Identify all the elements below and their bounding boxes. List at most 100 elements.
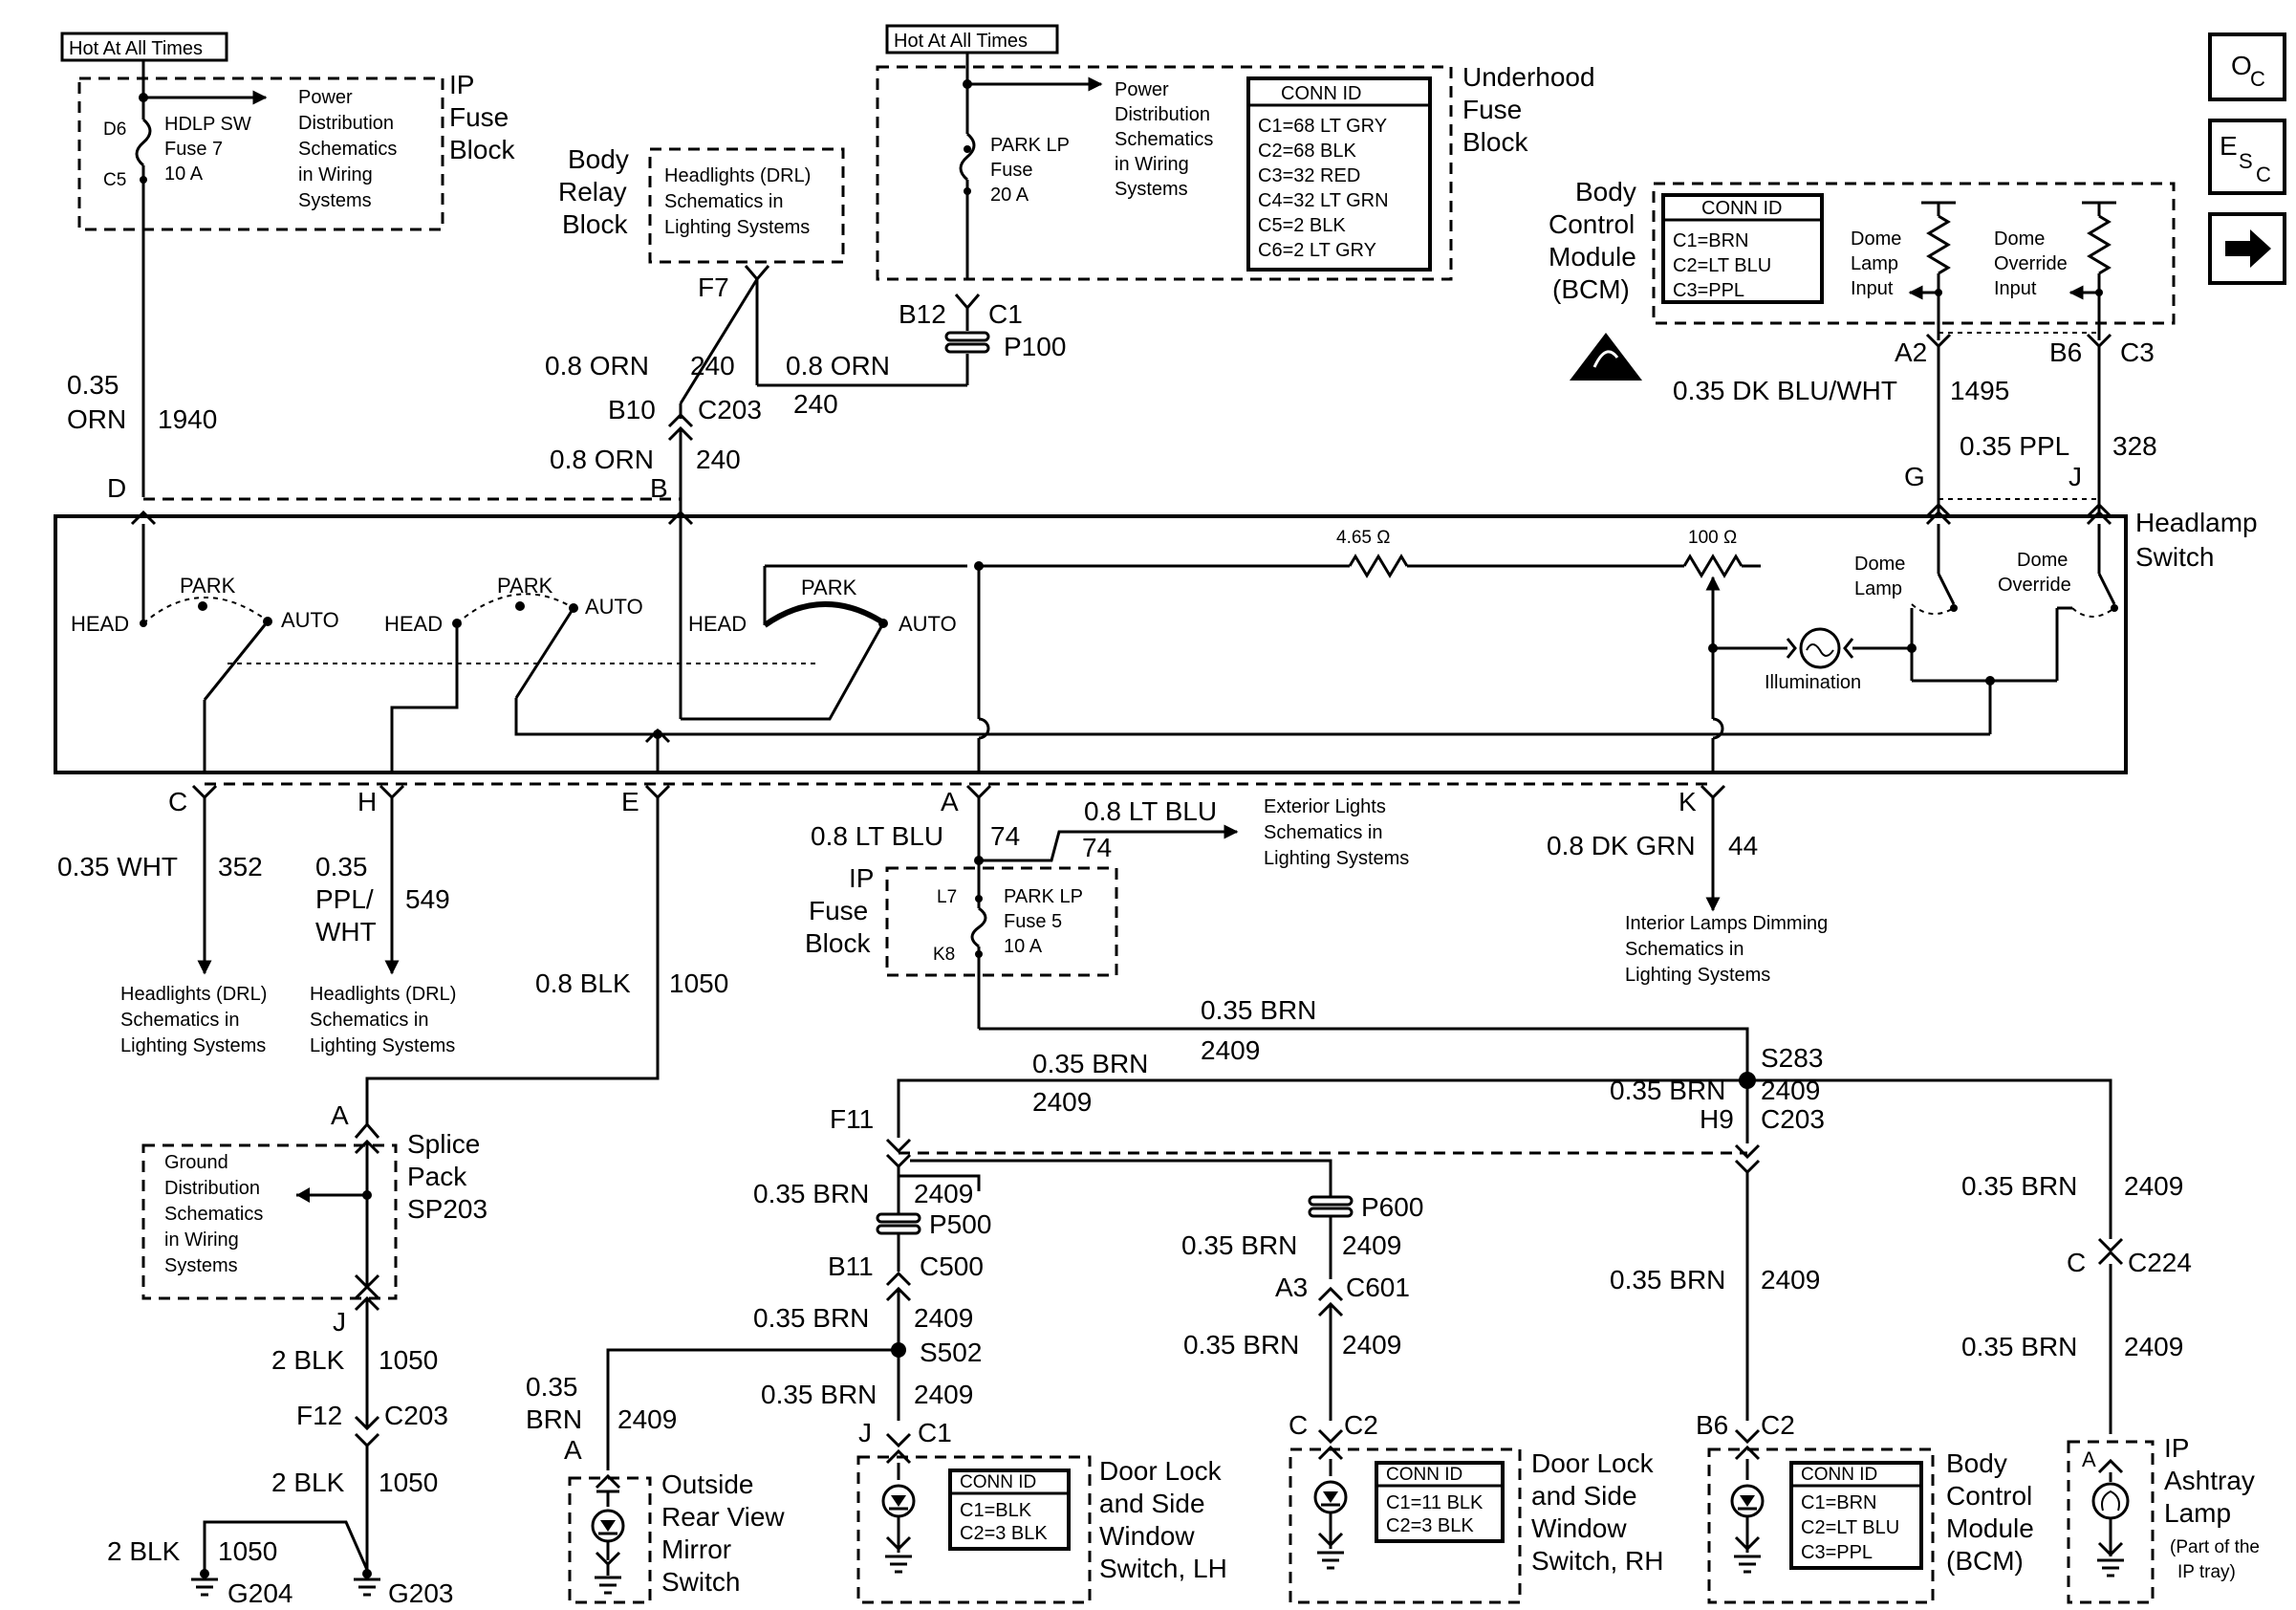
park-fuse5-symbol xyxy=(970,906,987,948)
bcm-label-1: Body xyxy=(1575,177,1636,207)
wire-brn-s502: 0.35 BRN xyxy=(753,1303,869,1333)
mid-section: C H E A K 0.35 WHT 352 0.35 PPL/ WHT 549… xyxy=(57,787,2112,1239)
headlamp-switch-label-2: Switch xyxy=(2135,542,2214,572)
right-arrow-icon xyxy=(2225,229,2271,268)
rh-3: Window xyxy=(1531,1513,1627,1543)
bcm-c3: C3=PPL xyxy=(1801,1542,1873,1563)
drl1-2: Schematics in xyxy=(120,1010,240,1031)
wire-352-color: 0.35 WHT xyxy=(57,852,178,881)
int-3: Lighting Systems xyxy=(1625,965,1770,986)
pin-b12: B12 xyxy=(899,299,946,329)
sw-park2: PARK xyxy=(497,574,553,598)
conn-bcm-top-0: C1=BRN xyxy=(1673,230,1748,251)
lh-c1: C1=BLK xyxy=(960,1500,1032,1521)
conn-p100: P100 xyxy=(1004,332,1066,361)
wire-1050: 1050 xyxy=(669,968,728,998)
wire-brn-a: 0.35 BRN xyxy=(1201,995,1316,1025)
wire-brn-j: 0.35 BRN xyxy=(761,1380,877,1409)
wire-74-color-b: 0.8 LT BLU xyxy=(1084,796,1217,826)
underhood-outline xyxy=(876,65,1453,281)
key-oc xyxy=(2208,33,2286,101)
gnd-w1n: 1050 xyxy=(379,1345,438,1375)
wire-mir-n: 2409 xyxy=(617,1404,677,1434)
bcm-top: Body Control Module (BCM) CONN ID C1=BRN… xyxy=(1549,177,2176,518)
sw-auto3: AUTO xyxy=(899,612,957,636)
drl2-1: Headlights (DRL) xyxy=(310,984,456,1005)
gnd-w1: 2 BLK xyxy=(271,1345,345,1375)
sw-dome-ovr-2: Override xyxy=(1998,575,2071,596)
wire-1050-color: 0.8 BLK xyxy=(535,968,631,998)
wire-74-b: 74 xyxy=(1082,833,1112,862)
rheostat-100 xyxy=(1682,554,1744,578)
pds-left-2: Distribution xyxy=(298,113,394,134)
conn-uh-2: C3=32 RED xyxy=(1258,165,1360,186)
bcm-dome-lamp-1: Dome xyxy=(1851,228,1901,250)
conn-c203-a: C203 xyxy=(698,395,762,424)
wire-brn-p600: 0.35 BRN xyxy=(1181,1230,1297,1260)
splice-pack-outline xyxy=(141,1143,398,1300)
pds-mid-4: in Wiring xyxy=(1115,154,1189,175)
pds-mid-3: Schematics xyxy=(1115,129,1213,150)
pds-mid-1: Power xyxy=(1115,79,1169,100)
wire-352: 352 xyxy=(218,852,263,881)
ip-fuse-block-outline xyxy=(77,76,444,231)
bcm-label-4: (BCM) xyxy=(1552,274,1630,304)
park-fuse-2: Fuse xyxy=(990,160,1032,181)
pds-left-5: Systems xyxy=(298,190,372,211)
wire-74-color: 0.8 LT BLU xyxy=(811,821,943,851)
wire-2409-p500: 2409 xyxy=(914,1179,973,1208)
pin-d6: D6 xyxy=(103,120,126,140)
conn-c1-lh: C1 xyxy=(918,1418,952,1447)
pin-f12: F12 xyxy=(296,1401,342,1430)
sw-head1: HEAD xyxy=(71,612,129,636)
ip-fuse-block-top: Hot At All Times IP Fuse Block D6 C5 HDL… xyxy=(60,32,515,503)
pin-a-ash: A xyxy=(2082,1447,2096,1471)
underhood-fuse-block: Hot At All Times Underhood Fuse Block PA… xyxy=(876,24,1595,385)
lh-c2: C2=3 BLK xyxy=(960,1523,1048,1544)
wire-2409-p600: 2409 xyxy=(1342,1230,1401,1260)
pin-f11: F11 xyxy=(830,1104,874,1134)
wire-1495: 1495 xyxy=(1950,376,2009,405)
conn-c2-bcm: C2 xyxy=(1761,1410,1795,1440)
resistor-465-label: 4.65 Ω xyxy=(1336,528,1390,548)
bcm-bottom-outline xyxy=(1707,1447,1935,1604)
park-fuse-3: 20 A xyxy=(990,185,1029,206)
underhood-label-2: Fuse xyxy=(1462,95,1522,124)
bcm-label-2: Control xyxy=(1549,209,1635,239)
conn-c601: C601 xyxy=(1346,1273,1410,1302)
wire-brn-ash2: 0.35 BRN xyxy=(1961,1332,2077,1361)
pin-j-sp: J xyxy=(333,1307,346,1337)
wire-circuit-1940: 1940 xyxy=(158,404,217,434)
pin-c5: C5 xyxy=(103,170,126,190)
illumination-label: Illumination xyxy=(1765,672,1861,693)
pin-a-mirror: A xyxy=(564,1435,582,1465)
pds-left-4: in Wiring xyxy=(298,164,373,185)
splice-s283-label: S283 xyxy=(1761,1043,1823,1073)
wire-549-c: WHT xyxy=(315,917,377,946)
ashtray-lamp-outline xyxy=(2067,1440,2155,1604)
esd-warning-icon xyxy=(1570,333,1642,381)
wire-brn-b: 0.35 BRN xyxy=(1032,1049,1148,1078)
pin-b6-top: B6 xyxy=(2049,337,2082,367)
bcm-b-2: Control xyxy=(1946,1481,2032,1511)
pin-g: G xyxy=(1904,462,1925,491)
bcm-dome-lamp-3: Input xyxy=(1851,278,1894,299)
rh-2: and Side xyxy=(1531,1481,1637,1511)
ashtray-lamp-icon xyxy=(2091,1482,2130,1520)
drl1-3: Lighting Systems xyxy=(120,1035,266,1056)
bcm-b-1: Body xyxy=(1946,1448,2007,1478)
bottom-section: F11 H9 C203 2409 0.35 BRN P600 P500 0.35… xyxy=(526,1076,2260,1604)
bcm-top-outline xyxy=(1652,182,2176,325)
ground-section: A Ground Distribution Schematics in Wiri… xyxy=(107,1100,487,1608)
pin-h9: H9 xyxy=(1700,1104,1734,1134)
gd-2: Distribution xyxy=(164,1178,260,1199)
conn-id-table-lh xyxy=(948,1469,1071,1551)
switch-blade-1 xyxy=(203,620,270,701)
conn-p500: P500 xyxy=(929,1209,991,1239)
conn-bcm-top-2: C3=PPL xyxy=(1673,280,1744,301)
ipfb-2: Fuse xyxy=(809,896,868,925)
wire-brn-rh: 0.35 BRN xyxy=(1183,1330,1299,1360)
wire-brn-ash1: 0.35 BRN xyxy=(1961,1171,2077,1201)
wire-549-a: 0.35 xyxy=(315,852,368,881)
